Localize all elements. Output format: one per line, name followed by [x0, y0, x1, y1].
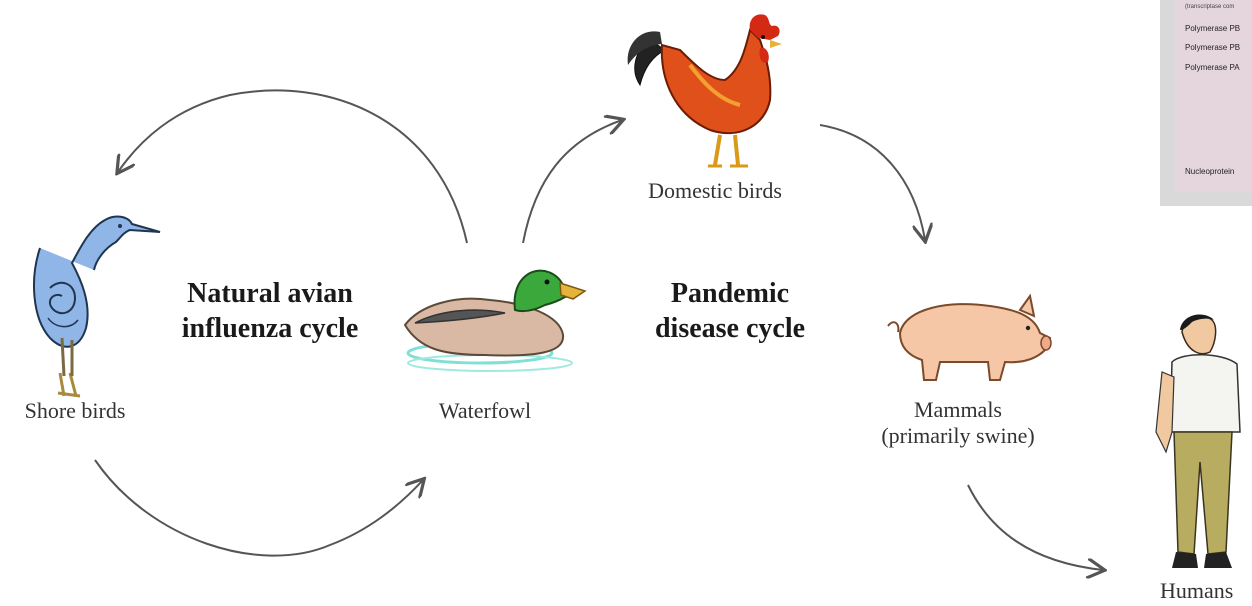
avian-cycle-title: Natural avian influenza cycle: [160, 276, 380, 346]
panel-row: Nucleoprotein: [1185, 167, 1234, 176]
panel-row: Polymerase PB: [1185, 24, 1240, 33]
avian-cycle-title-line2: influenza cycle: [160, 311, 380, 346]
mammals-label-line1: Mammals: [858, 397, 1058, 423]
rooster-icon: [620, 10, 785, 170]
arrow-shorebirds-to-waterfowl: [95, 460, 423, 556]
arrow-domestic-to-mammals: [820, 125, 925, 240]
humans-label: Humans: [1160, 578, 1252, 604]
side-panel-inner: (transcriptase com Polymerase PB Polymer…: [1175, 0, 1252, 192]
arrow-mammals-to-humans: [968, 485, 1103, 570]
mammals-label: Mammals (primarily swine): [858, 397, 1058, 450]
duck-icon: [395, 255, 595, 380]
heron-icon: [20, 208, 165, 398]
pig-icon: [880, 288, 1055, 388]
arrow-waterfowl-to-domestic: [523, 120, 622, 243]
pandemic-cycle-title-line1: Pandemic: [630, 276, 830, 311]
pandemic-cycle-title: Pandemic disease cycle: [630, 276, 830, 346]
arrow-waterfowl-to-shorebirds: [118, 90, 467, 243]
avian-cycle-title-line1: Natural avian: [160, 276, 380, 311]
waterfowl-label: Waterfowl: [425, 398, 545, 424]
human-icon: [1152, 312, 1252, 580]
panel-row: Polymerase PA: [1185, 63, 1240, 72]
shore-birds-label: Shore birds: [10, 398, 140, 424]
side-panel: (transcriptase com Polymerase PB Polymer…: [1160, 0, 1252, 206]
mammals-label-line2: (primarily swine): [858, 423, 1058, 449]
domestic-birds-label: Domestic birds: [630, 178, 800, 204]
panel-row: (transcriptase com: [1185, 4, 1234, 10]
panel-row: Polymerase PB: [1185, 43, 1240, 52]
pandemic-cycle-title-line2: disease cycle: [630, 311, 830, 346]
